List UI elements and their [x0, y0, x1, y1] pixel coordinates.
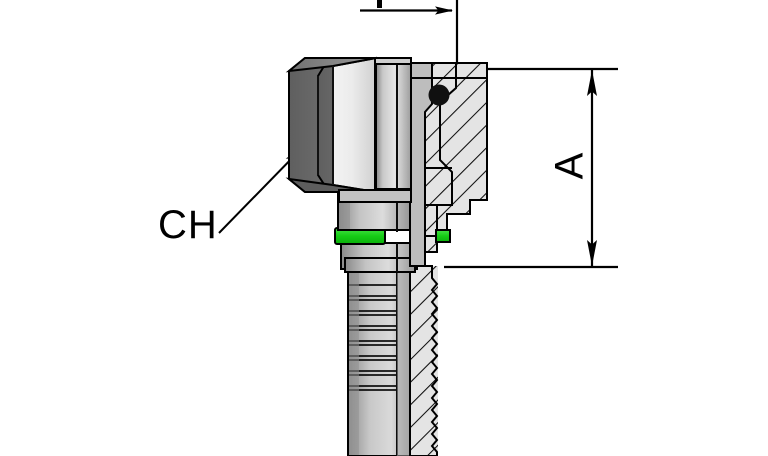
collar-step-2 — [344, 257, 416, 273]
hex-nut — [285, 56, 412, 194]
stem-collar — [340, 242, 418, 273]
section-bore-wall — [409, 62, 433, 267]
hose-barb — [347, 265, 439, 456]
oring-green-section — [435, 229, 451, 243]
barb-section-fill — [410, 266, 438, 456]
barb-core-shade — [397, 266, 410, 456]
nut-collar — [338, 189, 412, 203]
top-dimension-partial-glyph — [377, 0, 382, 8]
ch-leader — [218, 149, 301, 234]
dimension-A-arrow-top — [587, 70, 597, 96]
dimension-A-label: A — [547, 152, 592, 180]
ch-label: CH — [158, 203, 218, 247]
fitting-shank — [374, 62, 412, 190]
dimension-A-arrow-bottom — [587, 240, 597, 266]
ch-leader-line — [218, 149, 301, 234]
nut-collar-body — [338, 189, 412, 203]
hex-nut-right-face — [332, 56, 377, 194]
barb-sawtooth-profile — [409, 265, 439, 456]
section-body — [409, 62, 488, 267]
shank-body — [374, 62, 412, 190]
upper-stem-shade — [339, 187, 350, 229]
barb-shade-left — [349, 266, 359, 455]
top-horizontal-dimension — [360, 0, 459, 68]
oring-black-seal — [428, 84, 450, 106]
hex-nut-shank-joint — [374, 57, 412, 65]
